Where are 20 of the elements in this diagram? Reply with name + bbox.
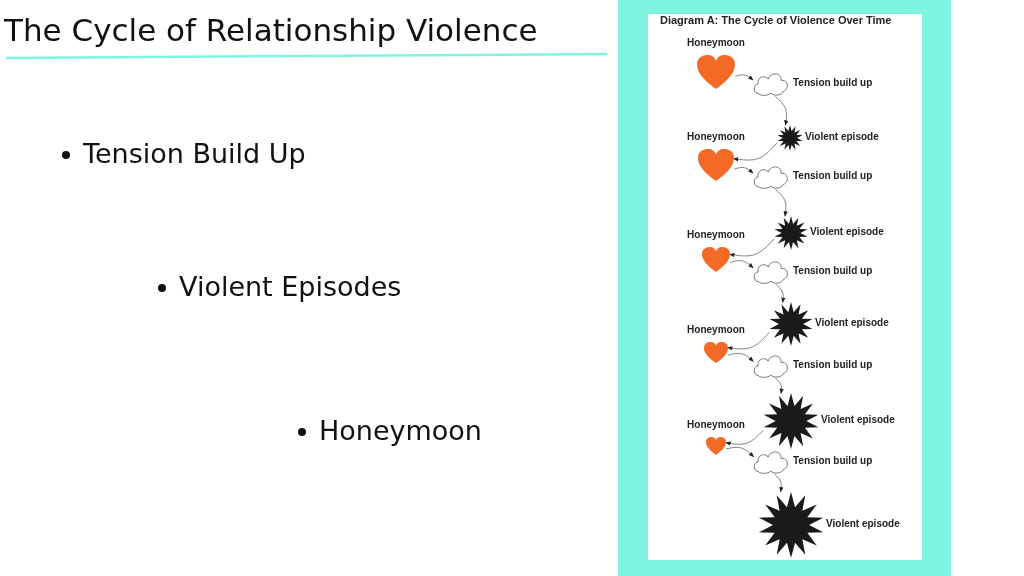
- stage-label: Tension build up: [793, 265, 873, 276]
- stage-label: Tension build up: [793, 170, 873, 181]
- stage-label: Tension build up: [793, 455, 873, 466]
- stage-label: Tension build up: [793, 77, 873, 88]
- bullet-text: Tension Build Up: [83, 138, 306, 169]
- stage-label: Honeymoon: [687, 131, 745, 142]
- stage-label: Violent episode: [815, 317, 889, 328]
- slide-title: The Cycle of Relationship Violence: [4, 12, 538, 48]
- stage-label: Honeymoon: [687, 323, 745, 335]
- stage-label: Honeymoon: [687, 37, 745, 48]
- stage-label: Violent episode: [826, 518, 900, 529]
- stage-label: Violent episode: [821, 414, 895, 425]
- stage-label: Honeymoon: [687, 419, 745, 430]
- stage-label: Violent episode: [810, 226, 884, 237]
- stage-label: Honeymoon: [687, 228, 745, 240]
- panel-heading: Diagram A: The Cycle of Violence Over Time: [660, 14, 892, 26]
- bullet-text: Honeymoon: [319, 415, 482, 446]
- stage-label: Tension build up: [793, 359, 873, 370]
- bullet-text: Violent Episodes: [179, 271, 402, 302]
- stage-label: Violent episode: [805, 131, 879, 142]
